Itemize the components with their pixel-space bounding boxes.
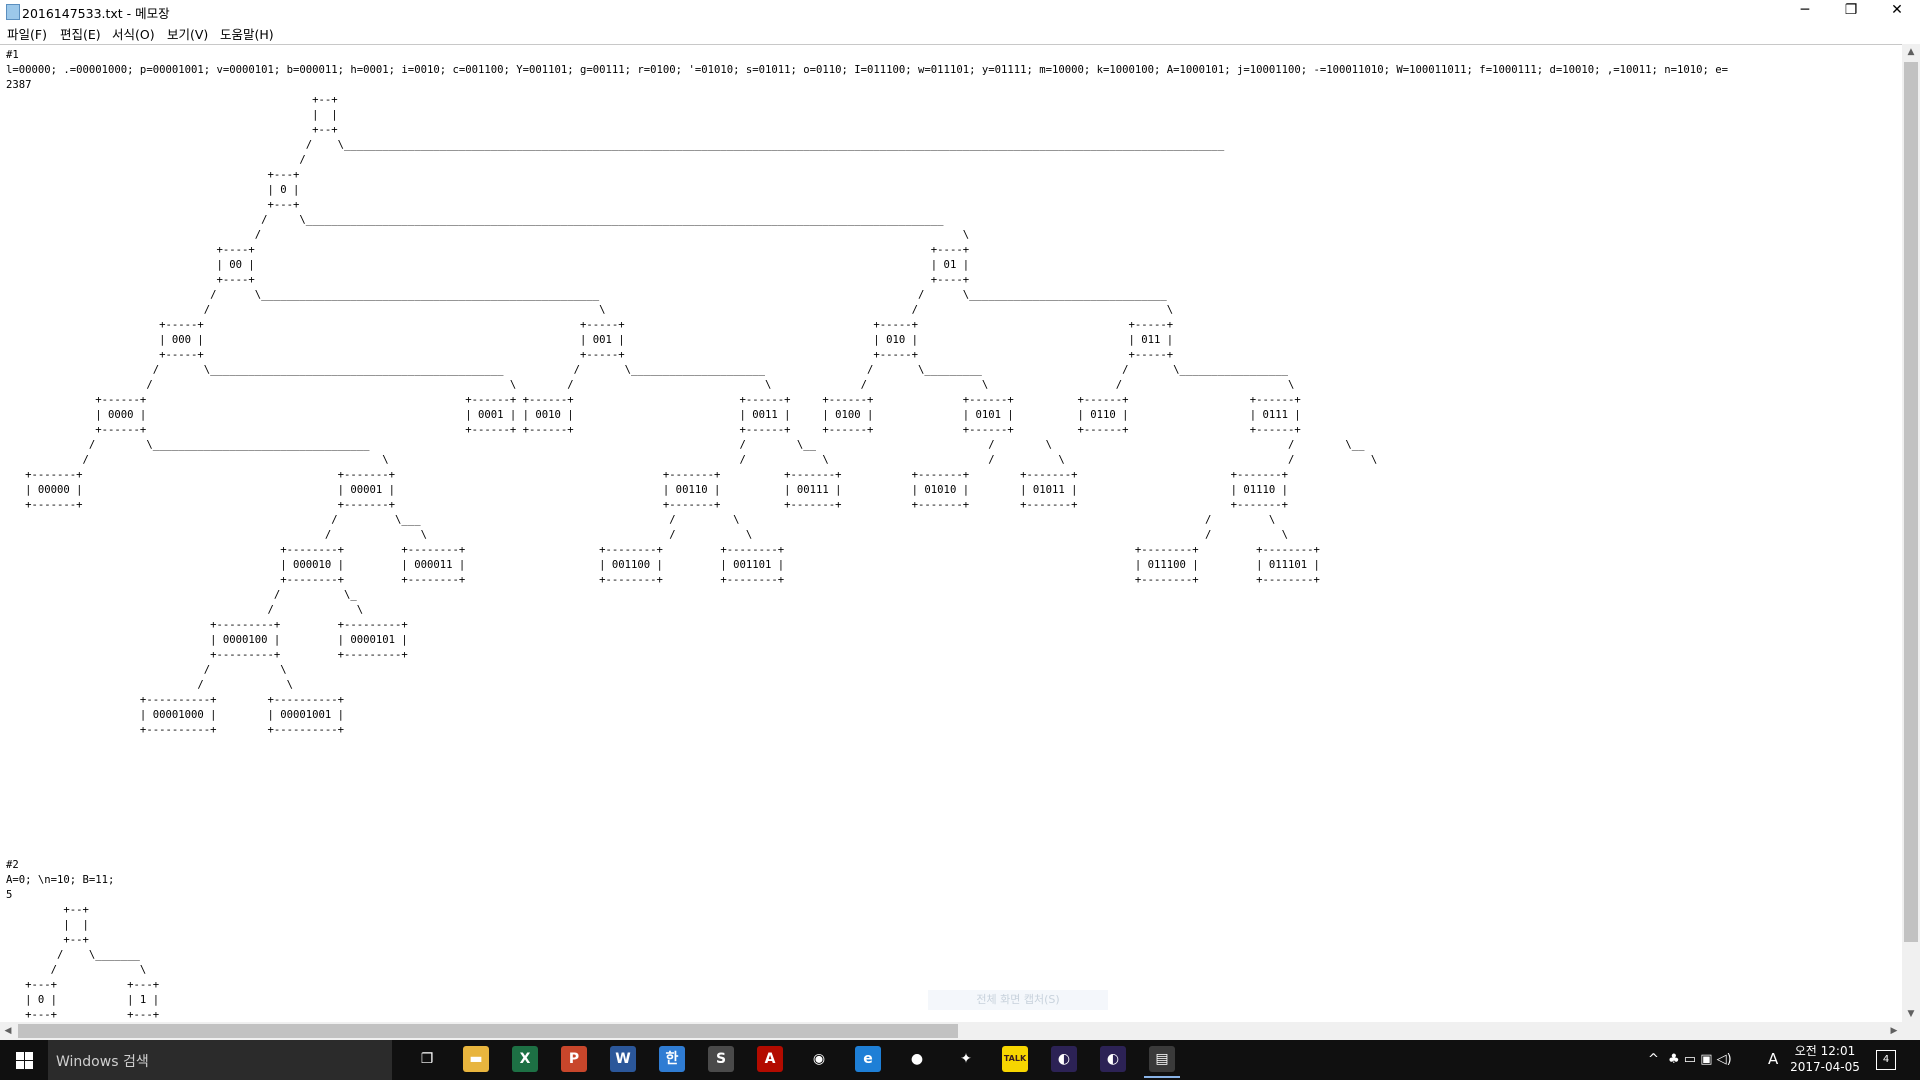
taskbar-internet-explorer-icon[interactable]: e: [855, 1046, 881, 1072]
ime-indicator[interactable]: A: [1768, 1050, 1779, 1068]
vertical-scroll-thumb[interactable]: [1904, 62, 1918, 942]
taskbar-search-box[interactable]: Windows 검색: [48, 1040, 392, 1080]
taskbar-chrome-icon[interactable]: ●: [904, 1046, 930, 1072]
clock-date: 2017-04-05: [1790, 1060, 1860, 1074]
taskbar-task-view-icon[interactable]: ❐: [414, 1046, 440, 1072]
windows-logo-icon: [16, 1052, 24, 1060]
text-editor-area[interactable]: #1 l=00000; .=00001000; p=00001001; v=00…: [0, 44, 1902, 1023]
window-titlebar: 2016147533.txt - 메모장 ─ ❐ ✕: [0, 0, 1920, 22]
taskbar-sublime-text-icon[interactable]: S: [708, 1046, 734, 1072]
document-text[interactable]: #1 l=00000; .=00001000; p=00001001; v=00…: [6, 49, 1729, 1021]
taskbar-line-app-icon[interactable]: ◉: [806, 1046, 832, 1072]
horizontal-scrollbar[interactable]: ◀ ▶: [0, 1022, 1902, 1040]
windows-logo-part: [16, 1061, 24, 1069]
menu-edit[interactable]: 편집(E): [60, 27, 101, 42]
taskbar-eclipse-1-icon[interactable]: ◐: [1051, 1046, 1077, 1072]
taskbar-clock[interactable]: 오전 12:01 2017-04-05: [1790, 1043, 1860, 1075]
taskbar-word-icon[interactable]: W: [610, 1046, 636, 1072]
menu-view[interactable]: 보기(V): [167, 27, 209, 42]
vertical-scrollbar[interactable]: ▲ ▼: [1902, 44, 1920, 1022]
menu-format[interactable]: 서식(O): [112, 27, 155, 42]
scrollbar-corner: [1902, 1022, 1920, 1040]
menu-help[interactable]: 도움말(H): [220, 27, 274, 42]
taskbar-file-explorer-icon[interactable]: ▬: [463, 1046, 489, 1072]
taskbar-search-placeholder: Windows 검색: [56, 1054, 149, 1070]
notepad-app-icon: [6, 4, 20, 20]
maximize-button[interactable]: ❐: [1844, 2, 1858, 18]
menu-bar: 파일(F) 편집(E) 서식(O) 보기(V) 도움말(H): [0, 22, 1920, 42]
clock-time: 오전 12:01: [1794, 1044, 1856, 1058]
taskbar-messenger-icon[interactable]: ✦: [953, 1046, 979, 1072]
taskbar-acrobat-icon[interactable]: A: [757, 1046, 783, 1072]
scroll-up-arrow-icon[interactable]: ▲: [1907, 47, 1915, 57]
taskbar-kakaotalk-icon[interactable]: TALK: [1002, 1046, 1028, 1072]
window-title: 2016147533.txt - 메모장: [22, 6, 170, 21]
close-button[interactable]: ✕: [1891, 2, 1903, 18]
notification-center-icon[interactable]: 4: [1876, 1050, 1896, 1070]
windows-logo-part: [25, 1052, 33, 1060]
scroll-right-arrow-icon[interactable]: ▶: [1890, 1026, 1898, 1036]
horizontal-scroll-thumb[interactable]: [18, 1024, 958, 1038]
taskbar-powerpoint-icon[interactable]: P: [561, 1046, 587, 1072]
menu-file[interactable]: 파일(F): [7, 27, 47, 42]
tray-icons[interactable]: ♣ ▭ ▣ ◁): [1668, 1052, 1732, 1067]
scroll-down-arrow-icon[interactable]: ▼: [1907, 1009, 1915, 1019]
tray-expand-icon[interactable]: ^: [1648, 1052, 1659, 1067]
start-button[interactable]: [0, 1040, 48, 1080]
windows-logo-part: [25, 1061, 33, 1069]
taskbar-eclipse-2-icon[interactable]: ◐: [1100, 1046, 1126, 1072]
taskbar-notepad-icon[interactable]: ▤: [1144, 1046, 1180, 1078]
scroll-left-arrow-icon[interactable]: ◀: [4, 1026, 12, 1036]
capture-tooltip: 전체 화면 캡처(S): [928, 990, 1108, 1010]
taskbar-hangul-icon[interactable]: 한: [659, 1046, 685, 1072]
minimize-button[interactable]: ─: [1800, 2, 1810, 18]
taskbar-excel-icon[interactable]: X: [512, 1046, 538, 1072]
